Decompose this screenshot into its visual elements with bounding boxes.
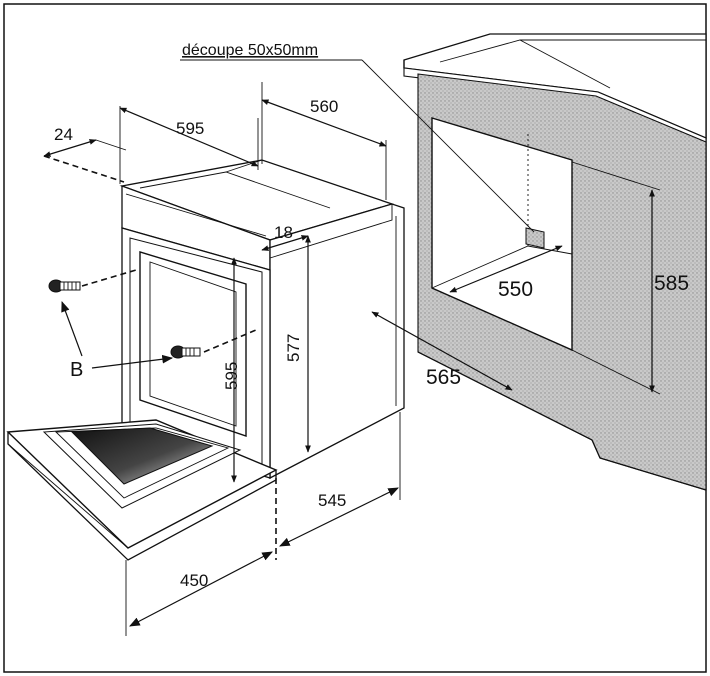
dimension-550-text: 550 (498, 278, 533, 301)
dimension-585-text: 585 (654, 272, 689, 295)
screw-label-arrow-right (91, 354, 174, 369)
dimension-545: 545 (279, 412, 401, 547)
dimension-585: 585 (571, 161, 704, 395)
dimension-595-top-text: 595 (176, 119, 204, 138)
cabinet (403, 33, 707, 491)
dimension-560-text: 560 (310, 97, 338, 116)
dimension-565: 565 (371, 311, 513, 391)
dimension-450: 450 (125, 551, 273, 636)
dimension-24-text: 24 (54, 125, 73, 144)
dimension-545-text: 545 (318, 491, 346, 510)
dimension-595-side: 595 (222, 257, 241, 483)
dimension-550: 550 (449, 245, 563, 301)
screw-label: B (70, 359, 83, 381)
dimension-18-text: 18 (274, 223, 293, 242)
dimension-18: 18 (261, 223, 309, 251)
dimension-560: 560 (261, 82, 387, 200)
dimension-565-text: 565 (426, 366, 461, 389)
dimension-577-text: 577 (284, 334, 303, 362)
dimension-595-side-text: 595 (222, 362, 241, 390)
screw-label-arrow-left (61, 300, 83, 357)
cutout-label: découpe 50x50mm (182, 42, 318, 59)
dimension-450-text: 450 (180, 571, 208, 590)
dimension-595-top: 595 (119, 106, 259, 184)
cutout-leader-line (361, 59, 535, 233)
screw-right (170, 329, 257, 359)
dimension-24: 24 (43, 125, 127, 183)
dimension-577: 577 (284, 235, 311, 453)
screw-left (48, 269, 137, 293)
